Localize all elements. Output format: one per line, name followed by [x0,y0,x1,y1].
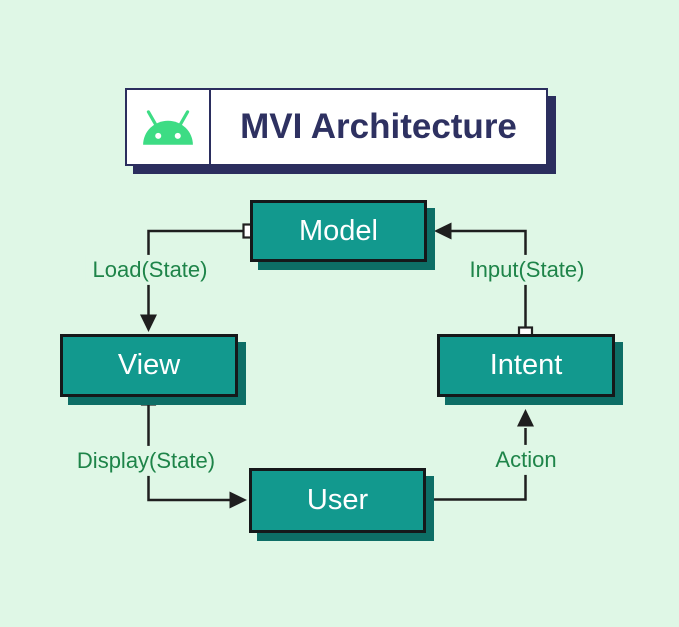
edge-view-to-user-arrowhead [229,491,247,509]
node-user-label: User [306,484,369,516]
edge-user-to-intent-arrowhead [517,409,534,427]
android-icon [143,110,193,145]
edge-label-input-state: Input(State) [462,254,592,286]
node-view-label: View [117,349,181,381]
edge-label-load-state: Load(State) [85,254,215,286]
node-model: Model [250,200,427,262]
title-card: MVI Architecture [125,88,548,166]
node-intent: Intent [437,334,615,397]
android-logo-cell [127,90,211,164]
edge-label-display-state: Display(State) [69,445,223,477]
edge-model-to-view-arrowhead [140,314,157,332]
edge-intent-to-model-arrowhead [434,222,452,240]
page-title: MVI Architecture [240,107,517,146]
node-intent-label: Intent [489,349,563,381]
edge-label-action: Action [488,444,564,476]
node-model-label: Model [299,214,378,247]
node-view: View [60,334,238,397]
node-user: User [249,468,426,533]
